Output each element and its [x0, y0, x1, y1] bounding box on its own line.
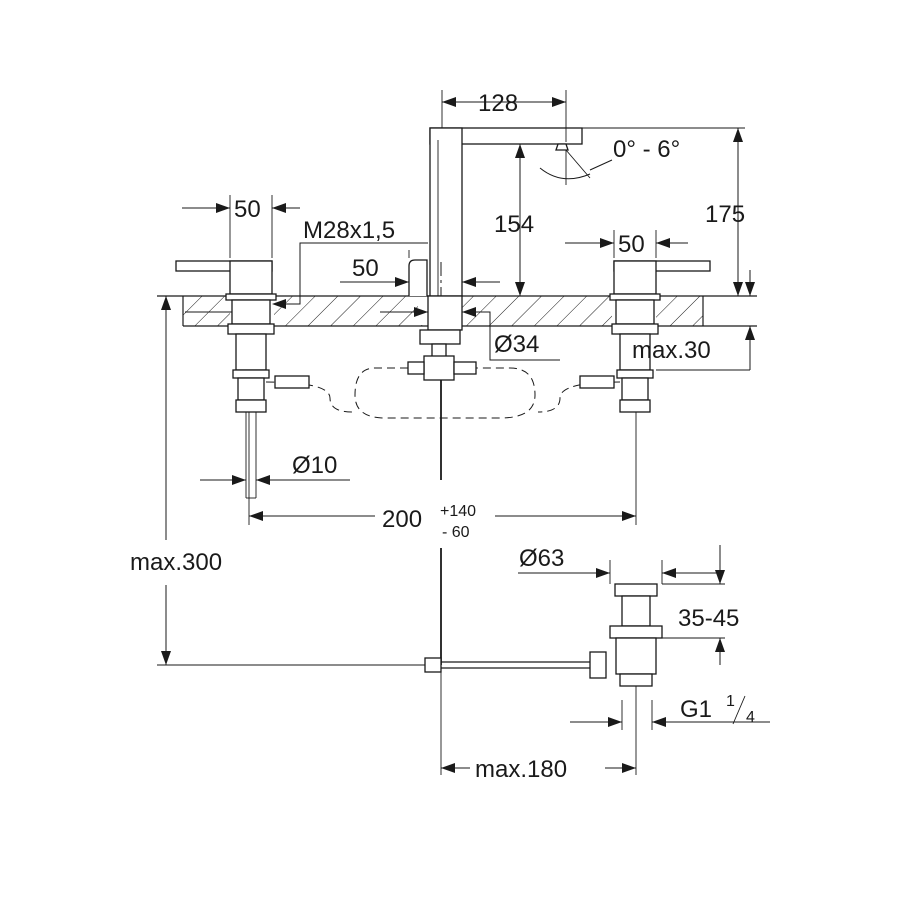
label-left-handle-width: 50 — [234, 196, 261, 223]
dimension-lines — [161, 97, 770, 773]
label-center-tolerance-plus: +140 — [440, 503, 476, 520]
label-waste-range: 35-45 — [678, 605, 739, 632]
label-spout-base-diameter: Ø34 — [494, 331, 539, 358]
label-waste-thread: G1 — [680, 696, 712, 723]
dimension-labels: 128 0° - 6° 175 154 50 M28x1,5 50 50 Ø34… — [130, 90, 755, 783]
label-thread: M28x1,5 — [303, 217, 395, 244]
popup-waste — [424, 548, 663, 687]
label-hose-diameter: Ø10 — [292, 452, 337, 479]
label-center-distance: 200 — [382, 506, 422, 533]
label-spout-reach: 128 — [478, 90, 518, 117]
right-valve — [609, 260, 711, 413]
label-spout-height: 154 — [494, 211, 534, 238]
label-center-offset: 50 — [352, 255, 379, 282]
label-right-handle-width: 50 — [618, 231, 645, 258]
label-installation-depth: max.300 — [130, 549, 222, 576]
connection-hoses — [265, 367, 621, 419]
label-center-tolerance-minus: - 60 — [442, 524, 470, 541]
label-waste-offset: max.180 — [475, 756, 567, 783]
extension-lines — [157, 90, 757, 775]
spout — [408, 127, 583, 365]
label-spout-angle: 0° - 6° — [613, 136, 680, 163]
label-deck-thickness: max.30 — [632, 337, 711, 364]
label-waste-diameter: Ø63 — [519, 545, 564, 572]
label-total-height: 175 — [705, 201, 745, 228]
label-waste-thread-numerator: 1 — [726, 693, 735, 710]
left-valve — [175, 260, 277, 499]
label-waste-thread-denominator: 4 — [746, 709, 755, 726]
